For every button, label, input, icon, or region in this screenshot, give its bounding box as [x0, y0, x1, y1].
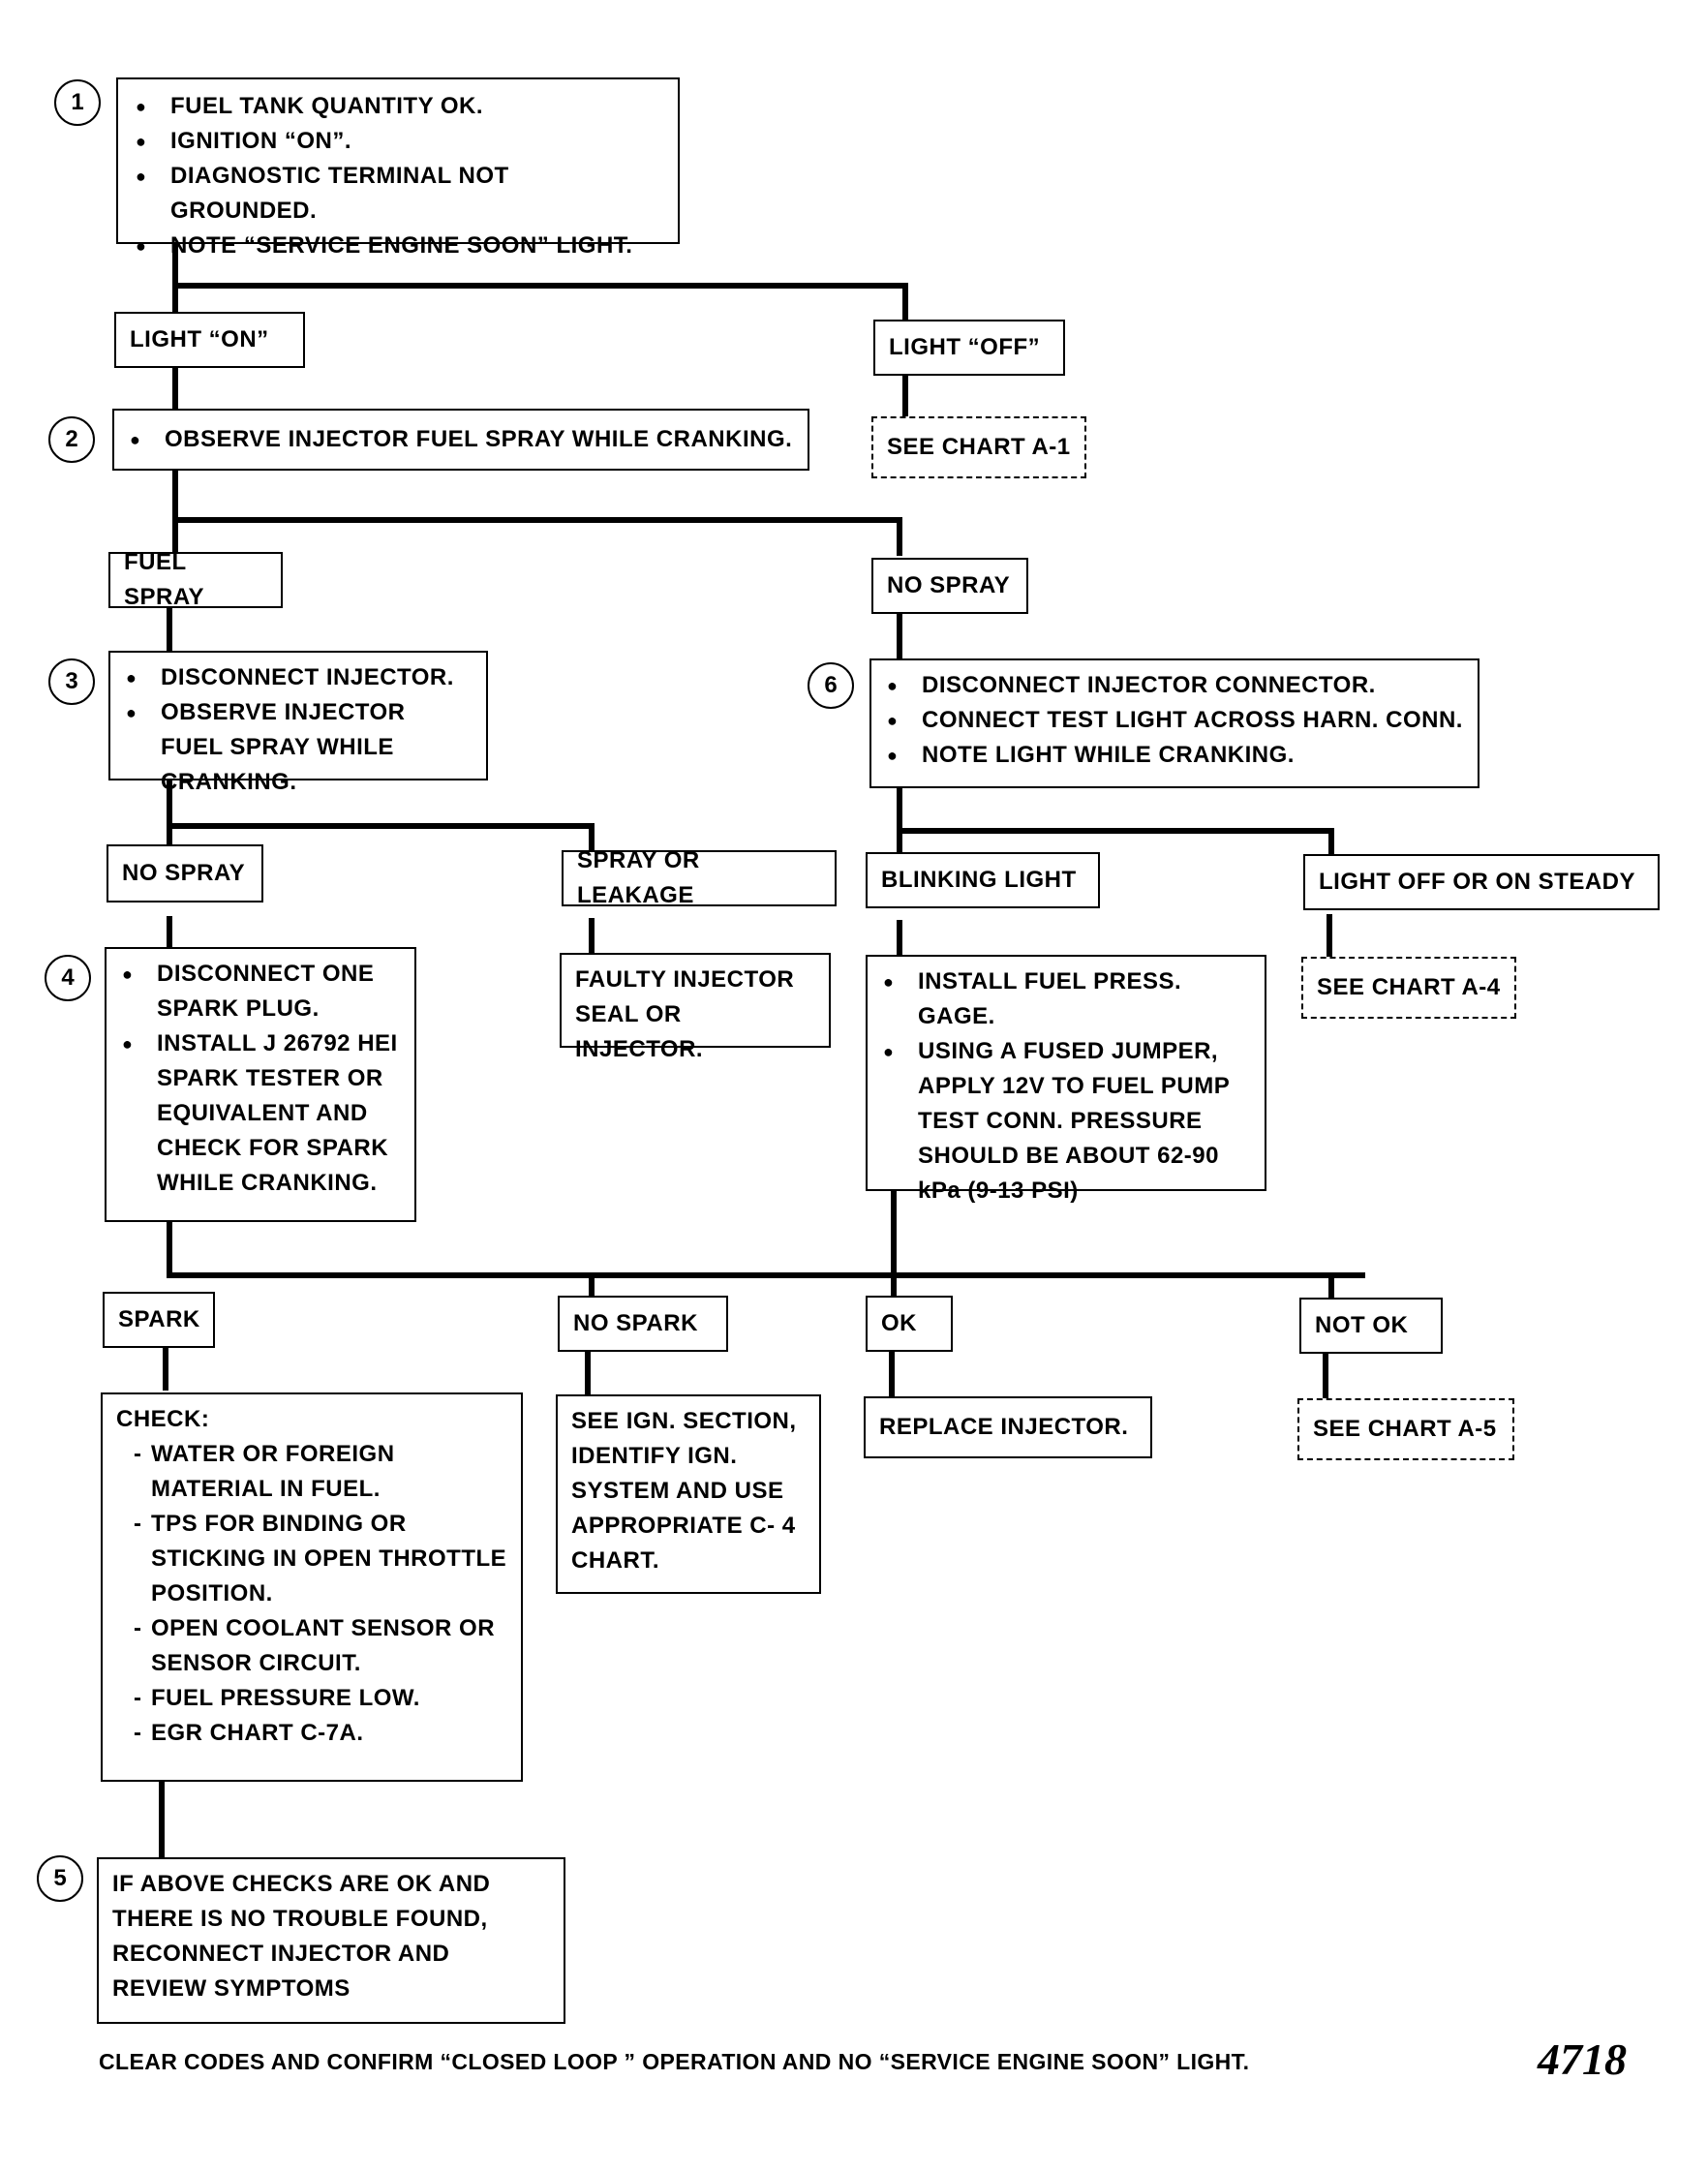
connector — [889, 1348, 895, 1396]
step-marker: 2 — [48, 416, 95, 463]
connector — [902, 283, 908, 329]
step2-item: OBSERVE INJECTOR FUEL SPRAY WHILE CRANKI… — [128, 422, 792, 457]
check-item: TPS FOR BINDING OR STICKING IN OPEN THRO… — [116, 1507, 507, 1611]
fuel-spray-label: FUEL SPRAY — [108, 549, 283, 610]
connector — [172, 240, 178, 314]
connector — [172, 366, 178, 411]
no-spray-left-label: NO SPRAY — [107, 844, 263, 902]
blinking-light-label: BLINKING LIGHT — [866, 852, 1100, 908]
connector — [159, 1780, 165, 1859]
connector — [172, 283, 908, 289]
see-chart-a1-box: SEE CHART A-1 — [871, 416, 1086, 478]
step6-item: DISCONNECT INJECTOR CONNECTOR. — [885, 668, 1464, 703]
step-marker: 6 — [808, 662, 854, 709]
connector — [167, 1220, 172, 1272]
step1-item: DIAGNOSTIC TERMINAL NOT GROUNDED. — [134, 159, 662, 229]
see-chart-a4-box: SEE CHART A-4 — [1301, 957, 1516, 1019]
replace-injector-box: REPLACE INJECTOR. — [864, 1396, 1152, 1458]
step1-item: NOTE “SERVICE ENGINE SOON” LIGHT. — [134, 229, 662, 263]
step1-item: FUEL TANK QUANTITY OK. — [134, 89, 662, 124]
step3-item: DISCONNECT INJECTOR. — [124, 660, 473, 695]
ign-section-box: SEE IGN. SECTION, IDENTIFY IGN. SYSTEM A… — [556, 1394, 821, 1594]
connector — [172, 471, 178, 554]
connector — [167, 1272, 1365, 1278]
connector — [167, 823, 595, 829]
step4-box: DISCONNECT ONE SPARK PLUG. INSTALL J 267… — [105, 947, 416, 1222]
connector — [589, 823, 595, 866]
connector — [585, 1348, 591, 1394]
connector — [1328, 1272, 1334, 1300]
not-ok-label: NOT OK — [1299, 1298, 1443, 1354]
connector — [589, 918, 595, 959]
light-off-or-on-steady-label: LIGHT OFF OR ON STEADY — [1303, 854, 1660, 910]
check-box: CHECK: WATER OR FOREIGN MATERIAL IN FUEL… — [101, 1392, 523, 1782]
footer-note: CLEAR CODES AND CONFIRM “CLOSED LOOP ” O… — [99, 2049, 1250, 2074]
connector — [589, 1272, 595, 1317]
check-item: EGR CHART C-7A. — [116, 1716, 507, 1751]
ok-label: OK — [866, 1296, 953, 1352]
connector — [1327, 914, 1332, 957]
connector — [167, 606, 172, 653]
connector — [167, 780, 172, 865]
step1-box: FUEL TANK QUANTITY OK. IGNITION “ON”. DI… — [116, 77, 680, 263]
connector — [897, 828, 1334, 834]
fuel-pressure-item: USING A FUSED JUMPER, APPLY 12V TO FUEL … — [881, 1034, 1251, 1208]
no-spark-label: NO SPARK — [558, 1296, 728, 1352]
step6-box: DISCONNECT INJECTOR CONNECTOR. CONNECT T… — [869, 658, 1479, 788]
step2-box: OBSERVE INJECTOR FUEL SPRAY WHILE CRANKI… — [112, 409, 809, 471]
fuel-pressure-item: INSTALL FUEL PRESS. GAGE. — [881, 964, 1251, 1034]
check-item: WATER OR FOREIGN MATERIAL IN FUEL. — [116, 1437, 507, 1507]
step1-item: IGNITION “ON”. — [134, 124, 662, 159]
connector — [163, 1344, 168, 1391]
connector — [902, 373, 908, 417]
connector — [897, 517, 902, 556]
connector — [172, 517, 902, 523]
step5-box: IF ABOVE CHECKS ARE OK AND THERE IS NO T… — [97, 1857, 565, 2024]
step4-item: INSTALL J 26792 HEI SPARK TESTER OR EQUI… — [120, 1026, 401, 1201]
no-spray-right-label: NO SPRAY — [871, 558, 1028, 614]
step-marker: 3 — [48, 658, 95, 705]
spark-label: SPARK — [103, 1292, 215, 1348]
connector — [891, 1188, 897, 1298]
step-marker: 5 — [37, 1855, 83, 1902]
connector — [897, 920, 902, 959]
check-item: OPEN COOLANT SENSOR OR SENSOR CIRCUIT. — [116, 1611, 507, 1681]
connector — [1328, 828, 1334, 871]
spray-or-leakage-label: SPRAY OR LEAKAGE — [562, 847, 837, 908]
connector — [167, 916, 172, 951]
check-item: FUEL PRESSURE LOW. — [116, 1681, 507, 1716]
connector — [897, 610, 902, 658]
step6-item: NOTE LIGHT WHILE CRANKING. — [885, 738, 1464, 773]
light-on-label: LIGHT “ON” — [114, 312, 305, 368]
faulty-injector-box: FAULTY INJECTOR SEAL OR INJECTOR. — [560, 953, 831, 1062]
connector — [891, 1272, 897, 1278]
step3-item: OBSERVE INJECTOR FUEL SPRAY WHILE CRANKI… — [124, 695, 473, 800]
fuel-pressure-box: INSTALL FUEL PRESS. GAGE. USING A FUSED … — [866, 955, 1266, 1204]
light-off-label: LIGHT “OFF” — [873, 320, 1065, 376]
step4-item: DISCONNECT ONE SPARK PLUG. — [120, 957, 401, 1026]
check-title: CHECK: — [116, 1406, 210, 1432]
step6-item: CONNECT TEST LIGHT ACROSS HARN. CONN. — [885, 703, 1464, 738]
step-marker: 1 — [54, 79, 101, 126]
step-marker: 4 — [45, 955, 91, 1001]
step3-box: DISCONNECT INJECTOR. OBSERVE INJECTOR FU… — [108, 651, 488, 795]
see-chart-a5-box: SEE CHART A-5 — [1297, 1398, 1514, 1460]
connector — [1323, 1348, 1328, 1398]
figure-code: 4718 — [1538, 2034, 1627, 2084]
